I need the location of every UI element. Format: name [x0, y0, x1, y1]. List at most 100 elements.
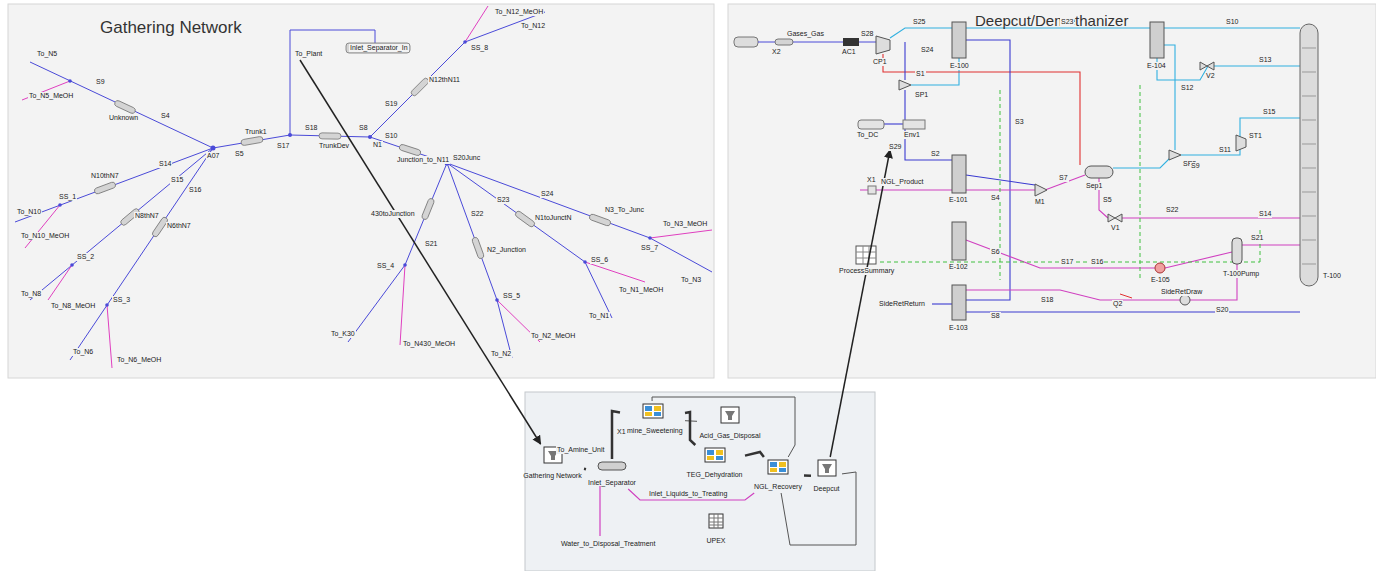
stream-label: ProcessSummary — [838, 267, 895, 275]
stream-label: To_Plant — [294, 50, 323, 58]
unit-label: TEG_Dehydration — [686, 470, 742, 479]
stream-label: Q2 — [1112, 300, 1123, 308]
stream-label: To_DC — [856, 131, 879, 139]
unit-icon — [817, 459, 837, 477]
stream-label: S20Junc — [452, 154, 481, 162]
stream-label: To_N3 — [680, 276, 702, 284]
stream-label: S10 — [1225, 18, 1239, 26]
stream-label: Inlet_Liquids_to_Treating — [648, 490, 728, 498]
stream-label: N1 — [372, 141, 383, 149]
unit-label: UPEX — [706, 536, 725, 545]
stream-label: N12thN11 — [428, 76, 461, 84]
stream-label: S22 — [1165, 206, 1179, 214]
stream-label: S15 — [170, 176, 184, 184]
stream-label: S25 — [912, 18, 926, 26]
stream-label: S10 — [384, 132, 398, 140]
stream-label: S22 — [470, 210, 484, 218]
stream-label: T-100 — [1322, 272, 1342, 280]
stream-label: AC1 — [841, 48, 857, 56]
stream-label: S16 — [1090, 258, 1104, 266]
stream-label: To_N5 — [36, 50, 58, 58]
stream-label: E-100 — [949, 62, 970, 70]
stream-label: S23 — [496, 196, 510, 204]
stream-label: CP1 — [872, 58, 888, 66]
stream-label: T-100Pump — [1222, 270, 1260, 278]
text-row: UPEX — [704, 529, 728, 547]
panel-ground — [728, 4, 1376, 378]
stream-label: Unknown — [108, 114, 139, 122]
flow-connector — [781, 472, 856, 545]
stream-label: To_N8 — [20, 290, 42, 298]
stream-label: SS_3 — [112, 296, 131, 304]
water-stream — [599, 486, 600, 536]
text-row: Acid_Gas_Disposal — [697, 424, 763, 442]
stream-label: S16 — [188, 186, 202, 194]
separator-node: Inlet_Separator — [586, 459, 638, 489]
unit-label: Acid_Gas_Disposal — [699, 431, 760, 440]
stream-label: S17 — [1060, 258, 1074, 266]
unit-icon — [767, 459, 789, 475]
stream-label: To_N2_MeOH — [530, 332, 576, 340]
stream-label: To_N3_MeOH — [662, 220, 708, 228]
stream-label: S18 — [1040, 296, 1054, 304]
stream-label: S9 — [1190, 162, 1201, 170]
stream-label: SS_7 — [640, 244, 659, 252]
unit-icon — [642, 403, 664, 419]
stream-label: V2 — [1205, 72, 1216, 80]
stream-label: S11 — [1218, 146, 1232, 154]
stream-label: S14 — [158, 160, 172, 168]
stream-label: To_N10 — [16, 208, 42, 216]
stream-label: A07 — [206, 152, 220, 160]
unit-icon — [720, 406, 740, 424]
stream-label: S23 — [1060, 18, 1074, 26]
stream-label: To_N1_MeOH — [618, 286, 664, 294]
stream-label: To_N12_MeOH — [494, 8, 544, 16]
unit-label: NGL_Recovery — [754, 482, 802, 491]
stream-label: N3_To_Junc — [604, 206, 645, 214]
panel-ground — [525, 392, 875, 571]
stream-label: To_N10_MeOH — [20, 232, 70, 240]
text-row: TEG_Dehydration — [684, 463, 745, 481]
unit-icon — [597, 461, 627, 471]
pipe-segments — [94, 43, 612, 259]
stream-label: S4 — [990, 194, 1001, 202]
stream-label: N2_Junction — [486, 246, 527, 254]
stream-label: SideRetReturn — [878, 300, 926, 308]
stream-label: To_N2 — [490, 350, 512, 358]
unit-label: Inlet_Separator — [588, 478, 636, 487]
stream-label: Inlet_Separator_In — [349, 44, 409, 52]
flow-connector — [685, 412, 695, 445]
stream-label: S2 — [930, 150, 941, 158]
stream-label: To_N5_MeOH — [28, 92, 74, 100]
stream-label: S15 — [1262, 108, 1276, 116]
stream-label: To_N430_MeOH — [402, 340, 456, 348]
stream-label: To_N6_MeOH — [116, 356, 162, 364]
network-panel: Gathering Network — [8, 4, 714, 378]
stream-label: S17 — [276, 142, 290, 150]
text-row: Deepcut — [811, 477, 842, 495]
stream-label: To_N12 — [520, 22, 546, 30]
stream-label: ST1 — [1248, 132, 1263, 140]
stream-label: SS_4 — [376, 262, 395, 270]
stream-label: To_K30 — [330, 330, 356, 338]
stream-label: X2 — [771, 48, 782, 56]
stream-label: Env1 — [903, 131, 921, 139]
subflowsheet-node: TEG_Dehydration — [684, 445, 745, 481]
stream-label: N6thN7 — [166, 222, 192, 230]
stream-label: Junction_to_N11 — [396, 156, 450, 164]
stream-label: Water_to_Disposal_Treatment — [560, 540, 656, 548]
stream-label: M1 — [1034, 198, 1046, 206]
subflowsheet-node: Acid_Gas_Disposal — [697, 404, 763, 442]
stream-label: To_N8_MeOH — [50, 302, 96, 310]
stream-label: E-103 — [948, 324, 969, 332]
unit-icon — [708, 513, 724, 529]
stream-label: S4 — [160, 112, 171, 120]
stream-label: E-102 — [948, 263, 969, 271]
spreadsheet-node: UPEX — [704, 511, 728, 547]
subflowsheet-node: Amine_Sweetening — [620, 401, 685, 437]
unit-label: Deepcut — [813, 484, 839, 493]
stream-label: S12 — [1180, 84, 1194, 92]
stream-label: S13 — [1258, 56, 1272, 64]
